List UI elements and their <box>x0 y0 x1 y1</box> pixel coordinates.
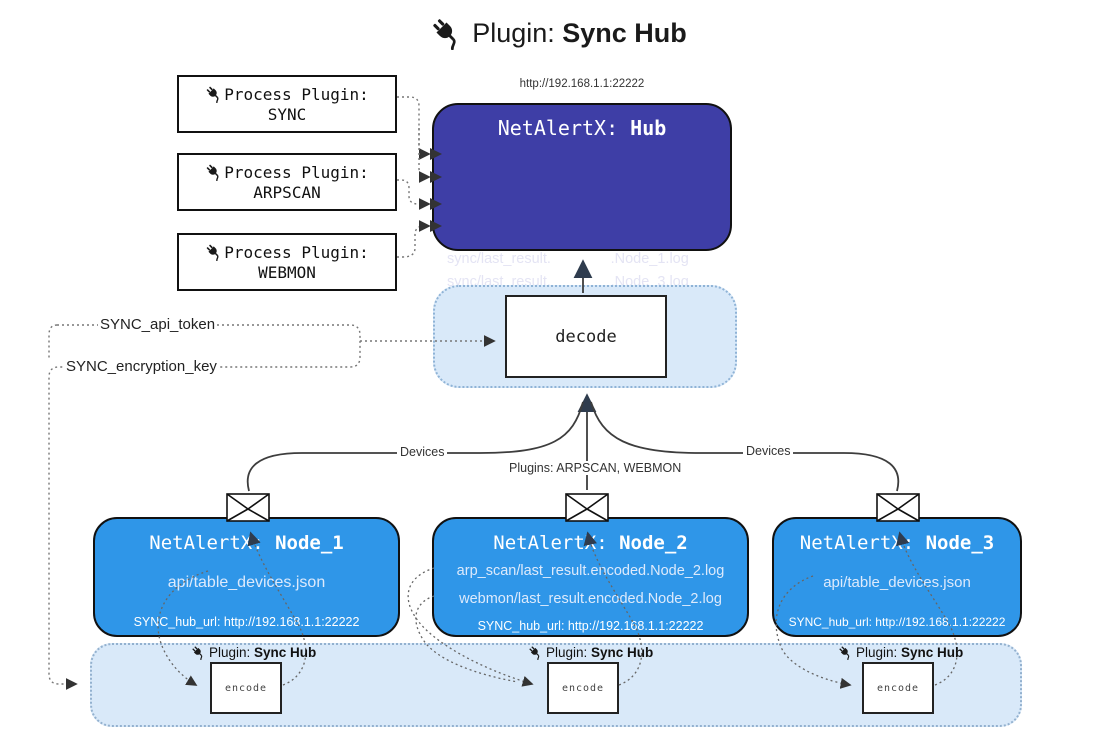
node-file: arp_scan/last_result.encoded.Node_2.log <box>456 563 725 579</box>
sync-api-token-label: SYNC_api_token <box>98 316 218 333</box>
process-plugin-webmon: Process Plugin: WEBMON <box>177 233 397 291</box>
node-1-box: NetAlertX: Node_1 api/table_devices.json… <box>93 517 400 637</box>
page-title: Plugin: Sync Hub <box>0 16 1117 50</box>
plug-icon <box>528 645 543 660</box>
node-title: NetAlertX: Node_1 <box>149 532 344 554</box>
decode-box: decode <box>505 295 667 378</box>
plug-icon <box>205 163 223 181</box>
band-plugin-label-2: Plugin: Sync Hub <box>528 645 653 660</box>
plug-icon <box>430 16 464 50</box>
node-file: api/table_devices.json <box>167 574 326 591</box>
process-plugin-label: Process Plugin: <box>224 242 369 262</box>
node-2-box: NetAlertX: Node_2 arp_scan/last_result.e… <box>432 517 749 637</box>
plug-icon <box>838 645 853 660</box>
connector-devices-curves <box>246 401 900 492</box>
band-plugin-label-3: Plugin: Sync Hub <box>838 645 963 660</box>
title-text: Plugin: Sync Hub <box>472 17 687 48</box>
node-hub-url: SYNC_hub_url: http://192.168.1.1:22222 <box>133 615 360 629</box>
process-plugin-name: WEBMON <box>258 262 316 282</box>
node-title: NetAlertX: Node_3 <box>799 532 995 554</box>
plugins-edge-label: Plugins: ARPSCAN, WEBMON <box>506 461 685 475</box>
plug-icon <box>191 645 206 660</box>
encode-box-1: encode <box>210 662 282 714</box>
hub-url-label: http://192.168.1.1:22222 <box>519 78 645 90</box>
hub-file-1: sync/last_result.decoded.Node_1.log <box>447 251 689 267</box>
hub-title: NetAlertX: Hub <box>497 116 667 140</box>
process-plugin-arpscan: Process Plugin: ARPSCAN <box>177 153 397 211</box>
devices-label-left: Devices <box>397 445 448 459</box>
band-plugin-label-1: Plugin: Sync Hub <box>191 645 316 660</box>
plug-icon <box>205 85 223 103</box>
node-hub-url: SYNC_hub_url: http://192.168.1.1:22222 <box>788 615 1006 629</box>
connector-process-plugins-to-hub <box>397 96 431 258</box>
process-plugin-sync: Process Plugin: SYNC <box>177 75 397 133</box>
process-plugin-name: SYNC <box>267 104 307 124</box>
process-plugin-name: ARPSCAN <box>253 182 321 202</box>
node-file: webmon/last_result.encoded.Node_2.log <box>459 591 722 607</box>
process-plugin-label: Process Plugin: <box>224 162 369 182</box>
devices-label-right: Devices <box>743 444 794 458</box>
node-file: api/table_devices.json <box>823 574 971 591</box>
sync-encryption-key-label: SYNC_encryption_key <box>64 358 219 375</box>
encode-box-2: encode <box>547 662 619 714</box>
node-hub-url: SYNC_hub_url: http://192.168.1.1:22222 <box>477 619 704 633</box>
process-plugin-label: Process Plugin: <box>224 84 369 104</box>
plug-icon <box>205 243 223 261</box>
hub-box: NetAlertX: Hub sync/last_result.decoded.… <box>432 103 732 338</box>
node-3-box: NetAlertX: Node_3 api/table_devices.json… <box>772 517 1022 637</box>
node-title: NetAlertX: Node_2 <box>493 532 688 554</box>
encode-box-3: encode <box>862 662 934 714</box>
